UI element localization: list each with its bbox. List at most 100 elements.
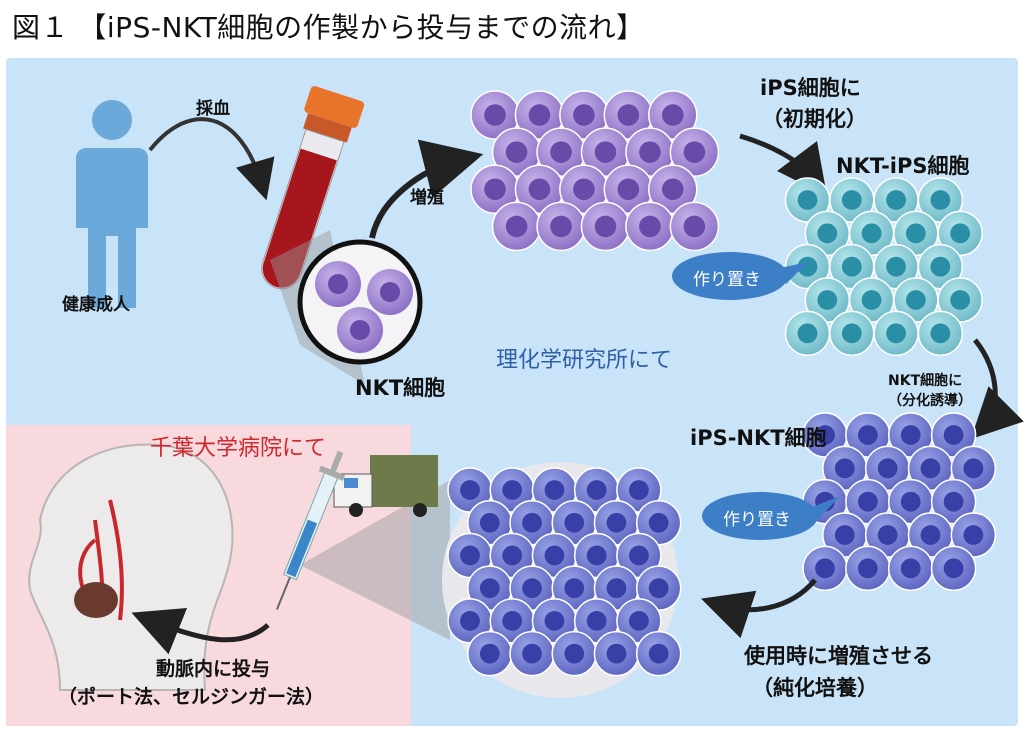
cell-nucleus — [963, 525, 984, 545]
cell-nucleus — [661, 178, 684, 201]
cell-nucleus — [920, 458, 941, 479]
nkt-ips-cells-label: NKT-iPS細胞 — [836, 154, 970, 178]
ips-nkt-cells-label: iPS-NKT細胞 — [690, 426, 827, 450]
cell-nucleus — [861, 223, 882, 244]
cell-nucleus — [886, 323, 906, 344]
nkt-cell-cluster — [470, 90, 720, 252]
methods-label: （ポート法、セルジンガー法） — [58, 686, 325, 708]
cell-nucleus — [544, 480, 565, 500]
cell-nucleus — [586, 611, 607, 631]
arrow-to-purified — [701, 578, 817, 639]
page-title: 図１ 【iPS-NKT細胞の作製から投与までの流れ】 — [12, 11, 645, 44]
cell-nucleus — [886, 190, 906, 210]
person-icon — [76, 100, 148, 308]
stockpile-bubble-2 — [702, 492, 840, 540]
proliferation-label: 増殖 — [410, 188, 444, 208]
cell-nucleus — [460, 480, 480, 500]
cell-nucleus — [628, 545, 649, 566]
arrow-proliferation — [369, 139, 484, 239]
cell-nucleus — [817, 290, 838, 310]
purified-cell-cluster — [447, 467, 682, 677]
nkt-induce-label-1: NKT細胞に — [888, 373, 963, 389]
blood-tube-icon — [261, 86, 365, 290]
cell-nucleus — [502, 545, 523, 566]
cell-nucleus — [943, 491, 964, 512]
chiba-label: 千葉大学病院にて — [150, 436, 327, 461]
cell-nucleus — [594, 141, 617, 163]
riken-label: 理化学研究所にて — [496, 348, 673, 373]
cell-nucleus — [460, 545, 480, 566]
stockpile-bubble-1 — [672, 252, 808, 300]
cell-nucleus — [905, 290, 926, 310]
cell-nucleus — [544, 545, 565, 566]
purification-label: （純化培養） — [752, 676, 878, 700]
cell-nucleus — [797, 190, 818, 210]
cell-nucleus — [817, 223, 838, 244]
cell-nucleus — [573, 104, 595, 126]
cell-nucleus — [930, 256, 951, 277]
cell-nucleus — [606, 643, 627, 664]
cell-nucleus — [639, 215, 661, 238]
cell-nucleus — [502, 611, 523, 631]
magnifier-cone-2 — [300, 480, 450, 640]
stockpile-label-2: 作り置き — [723, 510, 791, 530]
cell-nucleus — [861, 290, 882, 310]
cell-nucleus — [586, 480, 607, 500]
cell-nucleus — [544, 611, 565, 631]
cell-nucleus — [661, 104, 684, 126]
cell-nucleus — [648, 578, 669, 599]
cell-nucleus — [683, 215, 706, 238]
cell-nucleus — [648, 643, 669, 664]
stockpile-label-1: 作り置き — [693, 270, 761, 290]
cell-nucleus — [930, 323, 951, 344]
nkt-cells-label: NKT細胞 — [355, 376, 446, 400]
cell-nucleus — [550, 215, 572, 238]
cell-nucleus — [586, 545, 607, 566]
cell-nucleus — [950, 223, 971, 244]
cell-nucleus — [900, 491, 921, 512]
cell-nucleus — [479, 578, 500, 599]
cell-nucleus — [528, 104, 551, 126]
cell-nucleus — [857, 558, 878, 579]
cell-nucleus — [528, 178, 551, 201]
cell-nucleus — [886, 256, 906, 277]
cell-nucleus — [943, 425, 964, 445]
cell-nucleus — [564, 578, 585, 599]
cell-nucleus — [606, 578, 627, 599]
ips-cells-label: iPS細胞に — [760, 76, 861, 100]
cell-nucleus — [564, 512, 585, 533]
cell-nucleus — [617, 178, 640, 201]
cell-nucleus — [815, 558, 835, 579]
cell-nucleus — [594, 215, 617, 238]
cell-nucleus — [905, 223, 926, 244]
cell-nucleus — [834, 525, 855, 545]
cell-nucleus — [505, 141, 528, 163]
cell-nucleus — [857, 491, 878, 512]
ips-nkt-cell-cluster — [802, 412, 997, 592]
syringe-icon — [275, 450, 346, 610]
cell-nucleus — [479, 643, 500, 664]
cell-nucleus — [920, 525, 941, 545]
cell-nucleus — [648, 512, 669, 533]
cell-nucleus — [522, 643, 542, 664]
nkt-cells-in-lens — [315, 261, 413, 353]
cell-nucleus — [606, 512, 627, 533]
cell-nucleus — [522, 578, 542, 599]
cell-nucleus — [841, 256, 862, 277]
cell-nucleus — [877, 525, 898, 545]
cell-nucleus — [877, 458, 898, 479]
nkt-induce-label-2: （分化誘導） — [888, 393, 972, 409]
cell-nucleus — [841, 190, 862, 210]
cell-nucleus — [834, 458, 855, 479]
cell-nucleus — [639, 141, 661, 163]
cell-nucleus — [479, 512, 500, 533]
healthy-adult-label: 健康成人 — [62, 295, 130, 315]
cell-nucleus — [522, 512, 542, 533]
cell-nucleus — [950, 290, 971, 310]
cell-nucleus — [628, 480, 649, 500]
cell-nucleus — [502, 480, 523, 500]
arrow-blood-draw — [148, 117, 275, 201]
truck-icon — [333, 455, 438, 517]
blood-draw-label: 採血 — [196, 99, 230, 119]
